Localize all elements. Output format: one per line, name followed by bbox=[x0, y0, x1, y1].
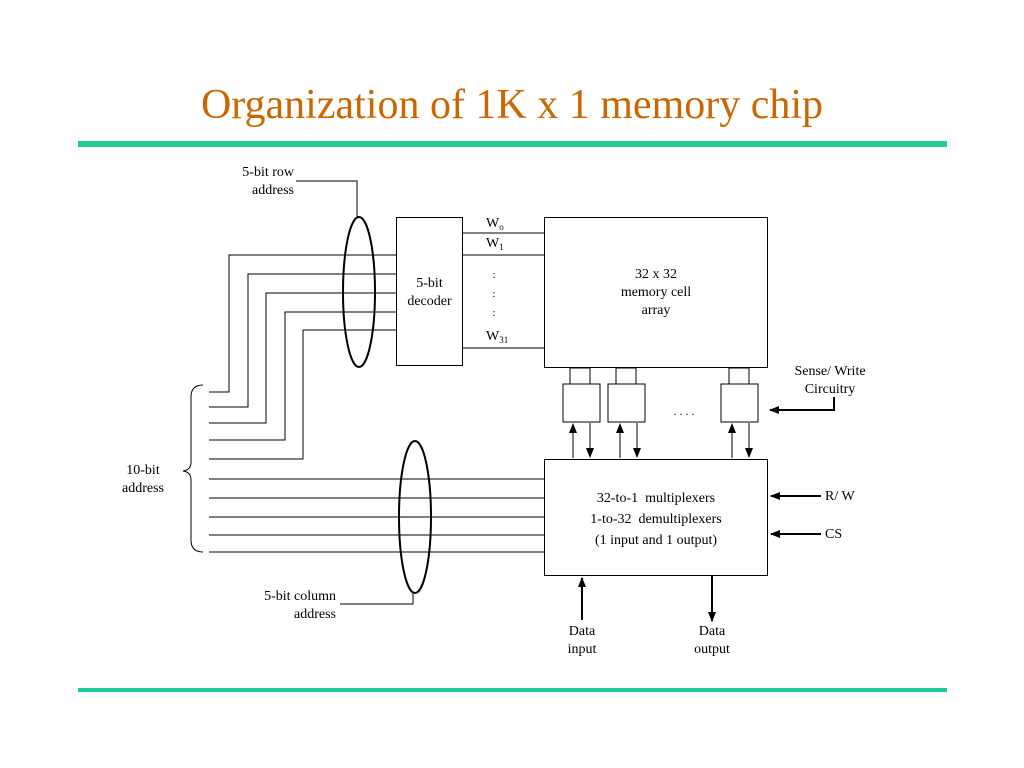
row-address-group-ellipse bbox=[342, 216, 376, 368]
multiplexer-label: 32-to-1 multiplexers 1-to-32 demultiplex… bbox=[544, 488, 768, 551]
row-address-leader bbox=[296, 180, 358, 217]
ten-bit-address-label-line: 10-bit bbox=[126, 463, 160, 478]
word-line-label-w0: Wo bbox=[486, 215, 504, 236]
decoder-box bbox=[396, 217, 463, 366]
row-address-label: 5-bit row address bbox=[196, 164, 294, 200]
row-address-line bbox=[209, 254, 397, 393]
sense-write-cell bbox=[562, 383, 601, 423]
array-label-line: array bbox=[641, 303, 671, 318]
vertical-ellipsis: : bbox=[492, 269, 496, 281]
mux-label-line: 32-to-1 multiplexers bbox=[596, 491, 716, 506]
rw-label: R/ W bbox=[825, 489, 855, 504]
data-output-label-line: Data bbox=[698, 624, 726, 639]
address-brace bbox=[182, 384, 204, 553]
column-address-label: 5-bit column address bbox=[226, 588, 336, 624]
word-line-letter: W bbox=[486, 216, 500, 231]
data-output-label-line: output bbox=[694, 642, 730, 657]
vertical-ellipsis: : bbox=[492, 307, 496, 319]
column-address-leader bbox=[340, 593, 414, 605]
data-input-label: Data input bbox=[552, 623, 612, 659]
row-address-line bbox=[209, 329, 397, 460]
word-line-label-w1: W1 bbox=[486, 235, 504, 256]
row-address-line bbox=[209, 311, 397, 441]
page-title: Organization of 1K x 1 memory chip bbox=[200, 82, 824, 128]
column-address-label-line: address bbox=[294, 607, 336, 622]
word-line-subscript: 1 bbox=[499, 242, 504, 252]
word-line-label-w31: W31 bbox=[486, 328, 508, 349]
word-line-subscript: o bbox=[499, 222, 504, 232]
data-output-label: Data output bbox=[682, 623, 742, 659]
sense-write-label: Sense/ Write Circuitry bbox=[780, 363, 880, 399]
memory-cell-array-label: 32 x 32 memory cell array bbox=[544, 266, 768, 320]
array-label-line: 32 x 32 bbox=[635, 267, 677, 282]
word-line-letter: W bbox=[486, 236, 500, 251]
array-label-line: memory cell bbox=[620, 285, 692, 300]
row-address-line bbox=[209, 292, 397, 424]
column-address-label-line: 5-bit column bbox=[264, 589, 336, 604]
vertical-ellipsis: : bbox=[492, 288, 496, 300]
top-divider bbox=[78, 141, 947, 147]
decoder-label-line: 5-bit bbox=[416, 276, 443, 291]
cs-label: CS bbox=[825, 527, 843, 542]
column-ellipsis: . . . . bbox=[673, 404, 695, 418]
ten-bit-address-label-line: address bbox=[122, 481, 164, 496]
bottom-divider bbox=[78, 688, 947, 692]
word-line-letter: W bbox=[486, 329, 500, 344]
row-address-label-line: address bbox=[252, 183, 294, 198]
sense-write-label-line: Circuitry bbox=[804, 382, 856, 397]
memory-cell-array-box bbox=[544, 217, 768, 368]
row-address-line bbox=[209, 273, 397, 408]
data-input-label-line: input bbox=[567, 642, 597, 657]
column-address-group-ellipse bbox=[398, 440, 432, 594]
sense-write-cell bbox=[607, 383, 646, 423]
mux-label-line: 1-to-32 demultiplexers bbox=[590, 512, 722, 527]
sense-write-arrow bbox=[769, 397, 835, 414]
decoder-label-line: decoder bbox=[407, 294, 452, 309]
sense-write-label-line: Sense/ Write bbox=[794, 364, 866, 379]
word-line-subscript: 31 bbox=[499, 335, 509, 345]
data-input-label-line: Data bbox=[568, 624, 596, 639]
multiplexer-box bbox=[544, 459, 768, 576]
mux-label-line: (1 input and 1 output) bbox=[594, 533, 718, 548]
ten-bit-address-label: 10-bit address bbox=[108, 462, 178, 498]
sense-write-cell bbox=[720, 383, 759, 423]
row-address-label-line: 5-bit row bbox=[242, 165, 294, 180]
decoder-label: 5-bit decoder bbox=[396, 275, 463, 311]
